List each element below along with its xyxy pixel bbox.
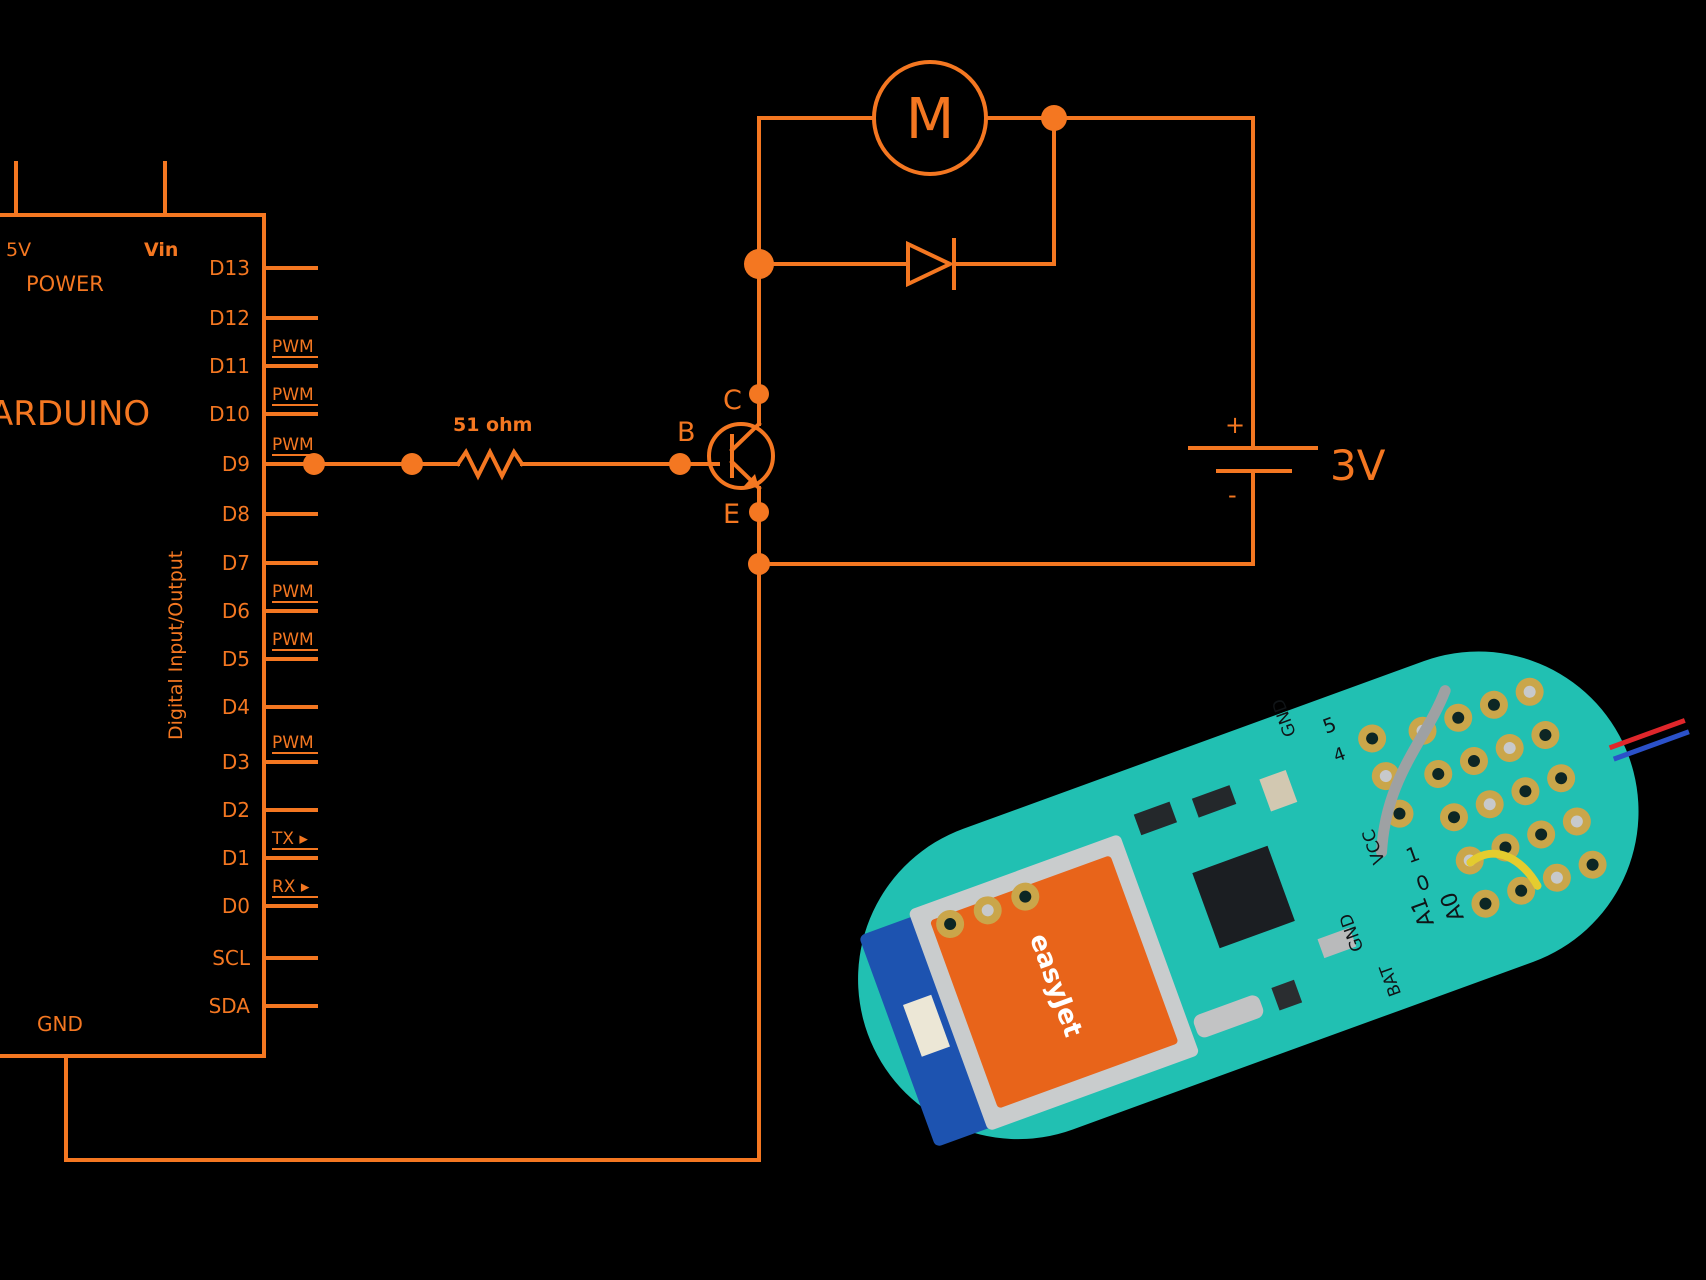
pin-label-d8: D8 <box>222 502 250 526</box>
arduino-board: 5V Vin POWER ARDUINO Digital Input/Outpu… <box>0 161 318 1058</box>
pin-label-d3: D3 <box>222 750 250 774</box>
crystal <box>1193 995 1264 1038</box>
solder-pad-hole <box>1432 768 1445 781</box>
motor-label: M <box>906 87 954 152</box>
battery-voltage-label: 3V <box>1330 441 1386 490</box>
junction-collector <box>749 384 769 404</box>
resistor-label: 51 ohm <box>453 414 532 436</box>
transistor-base-label: B <box>677 417 696 448</box>
gnd-label: GND <box>37 1012 83 1036</box>
arduino-pin-group: D13D12D11PWMD10PWMD9PWMD8D7D6PWMD5PWMD4D… <box>209 256 318 1018</box>
battery-plus-label: + <box>1225 411 1245 439</box>
smd-part-3 <box>1259 769 1298 812</box>
solder-pad-hole <box>1515 884 1528 897</box>
pcb-board: easyJet GND 5 4 VCC 1 0 A1 A0 GND BAT <box>858 651 1690 1146</box>
solder-pad-hole <box>1479 897 1492 910</box>
power-section-label: POWER <box>26 272 104 296</box>
solder-pad-hole <box>1523 685 1536 698</box>
solder-pad-hole <box>1535 828 1548 841</box>
pin-label-d6: D6 <box>222 599 250 623</box>
solder-pad-hole <box>981 904 994 917</box>
junction-resistor-in <box>401 453 423 475</box>
transistor-body <box>707 422 775 490</box>
digital-io-label: Digital Input/Output <box>165 551 187 740</box>
solder-pad-hole <box>1483 798 1496 811</box>
solder-pad-hole <box>1519 785 1532 798</box>
smd-part-1 <box>1133 801 1178 836</box>
solder-pad-hole <box>1555 772 1568 785</box>
junction-emitter-ground <box>748 553 770 575</box>
pin-label-d4: D4 <box>222 695 250 719</box>
pin-label-d10: D10 <box>209 402 250 426</box>
solder-pad-hole <box>1366 732 1379 745</box>
mcu-chip <box>1192 845 1295 949</box>
solder-pad-hole <box>1570 815 1583 828</box>
junction-base <box>669 453 691 475</box>
diode-symbol <box>906 240 955 288</box>
transistor-collector-leg <box>729 421 762 453</box>
pin-tag-d9: PWM <box>272 435 314 455</box>
pin-tag-d5: PWM <box>272 630 314 650</box>
gray-jumper-wire <box>1376 685 1451 858</box>
battery-minus-label: - <box>1228 481 1237 509</box>
pin-label-d0: D0 <box>222 894 250 918</box>
pin-label-d5: D5 <box>222 647 250 671</box>
pin-tag-d11: PWM <box>272 337 314 357</box>
antenna-pad <box>902 994 950 1057</box>
pin-label-sda: SDA <box>209 994 251 1018</box>
pin-tag-d0: RX ▸ <box>272 877 310 897</box>
pin-label-scl: SCL <box>212 946 251 970</box>
pin-label-d7: D7 <box>222 551 250 575</box>
solder-pad-hole <box>1379 770 1392 783</box>
motor-right-wire <box>984 116 1255 448</box>
smd-part-4 <box>1317 927 1357 959</box>
transistor-emitter-arrow <box>744 474 759 488</box>
ground-return-wire <box>64 562 761 1162</box>
pin-label-d11: D11 <box>209 354 250 378</box>
npn-transistor: B C E <box>677 385 775 530</box>
solder-pad-hole <box>1586 858 1599 871</box>
pin-tag-d3: PWM <box>272 733 314 753</box>
power-pin-vin-label: Vin <box>144 239 178 261</box>
solder-pad-hole <box>1550 871 1563 884</box>
yellow-jumper-wire <box>1466 849 1542 890</box>
pin-tag-d10: PWM <box>272 385 314 405</box>
solder-pad-group <box>936 677 1607 939</box>
solder-pad-hole <box>1503 742 1516 755</box>
pin-label-d12: D12 <box>209 306 250 330</box>
junction-diode-left <box>744 249 774 279</box>
smd-part-2 <box>1191 785 1237 818</box>
arduino-title: ARDUINO <box>0 394 150 434</box>
solder-pad-hole <box>1393 807 1406 820</box>
pin-tag-d6: PWM <box>272 582 314 602</box>
pin-tag-d1: TX ▸ <box>271 829 308 849</box>
arduino-outline <box>0 213 266 1058</box>
transistor-collector-label: C <box>723 385 742 416</box>
pin-label-d1: D1 <box>222 846 250 870</box>
solder-pad-hole <box>1487 698 1500 711</box>
pin-label-d13: D13 <box>209 256 250 280</box>
solder-pad-hole <box>1019 890 1032 903</box>
solder-pad-hole <box>1539 729 1552 742</box>
solder-pad-hole <box>1499 841 1512 854</box>
solder-pad-hole <box>944 918 957 931</box>
solder-pad-hole <box>1447 811 1460 824</box>
smd-part-5 <box>1271 979 1303 1011</box>
pin-label-d9: D9 <box>222 452 250 476</box>
red-wire <box>1608 718 1686 751</box>
resistor-symbol <box>455 447 525 481</box>
power-pin-5v-label: 5V <box>6 239 31 261</box>
junction-emitter <box>749 502 769 522</box>
solder-pad-hole <box>1467 755 1480 768</box>
blue-wire <box>1612 729 1690 762</box>
solder-pad-hole <box>1452 711 1465 724</box>
junction-d9 <box>303 453 325 475</box>
transistor-emitter-label: E <box>723 499 740 530</box>
pin-label-d2: D2 <box>222 798 250 822</box>
